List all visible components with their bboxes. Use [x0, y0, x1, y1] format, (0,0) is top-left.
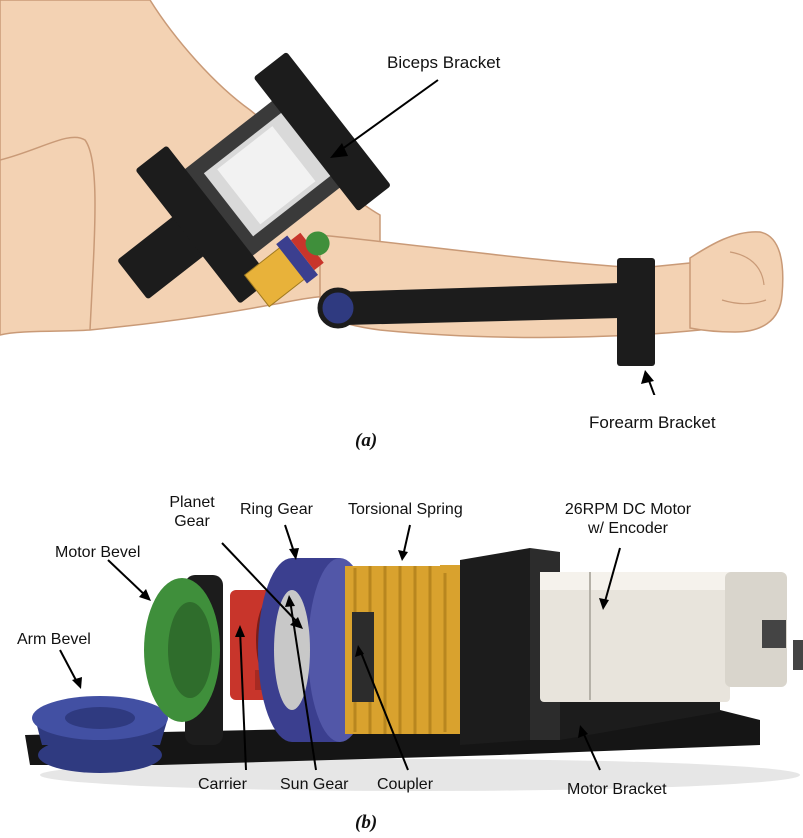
panel-a-arm-illustration	[0, 0, 803, 395]
elbow-actuator	[243, 231, 330, 308]
label-arm-bevel: Arm Bevel	[17, 631, 91, 648]
label-torsional-spring: Torsional Spring	[348, 501, 463, 518]
caption-a: (a)	[355, 430, 378, 451]
panel-b-actuator-illustration	[0, 478, 803, 808]
label-sun-gear: Sun Gear	[280, 776, 349, 793]
biceps-bracket-arrow	[337, 79, 439, 153]
motor-bevel-gear	[144, 578, 220, 722]
label-dc-motor-line1: 26RPM DC Motor	[564, 501, 692, 518]
label-dc-motor: 26RPM DC Motor w/ Encoder	[548, 500, 708, 538]
arm-bevel-gear	[32, 696, 168, 773]
biceps-bracket	[118, 52, 390, 303]
label-dc-motor-line2: w/ Encoder	[587, 520, 669, 537]
forearm-bracket-bar	[317, 258, 655, 366]
torsional-spring-part	[345, 565, 470, 734]
callout-arrows	[59, 524, 621, 771]
label-planet-gear: Planet Gear	[160, 493, 224, 531]
label-motor-bevel: Motor Bevel	[55, 544, 141, 561]
label-forearm-bracket: Forearm Bracket	[589, 413, 716, 432]
callout-arrowheads	[72, 548, 609, 738]
label-motor-bracket: Motor Bracket	[567, 781, 667, 798]
label-biceps-bracket: Biceps Bracket	[387, 53, 501, 72]
label-carrier: Carrier	[198, 776, 247, 793]
label-planet-gear-line2: Gear	[174, 513, 210, 530]
arm-exoskeleton-drawing	[0, 0, 784, 395]
label-coupler: Coupler	[377, 776, 434, 793]
label-planet-gear-line1: Planet	[169, 494, 215, 511]
fist	[689, 231, 784, 333]
forearm-bracket-arrow	[647, 377, 656, 395]
caption-b: (b)	[355, 812, 378, 833]
armpit-curve	[0, 136, 96, 331]
dc-motor-part	[540, 572, 803, 702]
motor-bracket-part	[460, 548, 530, 745]
actuator-drawing	[25, 524, 803, 791]
label-ring-gear: Ring Gear	[240, 501, 313, 518]
